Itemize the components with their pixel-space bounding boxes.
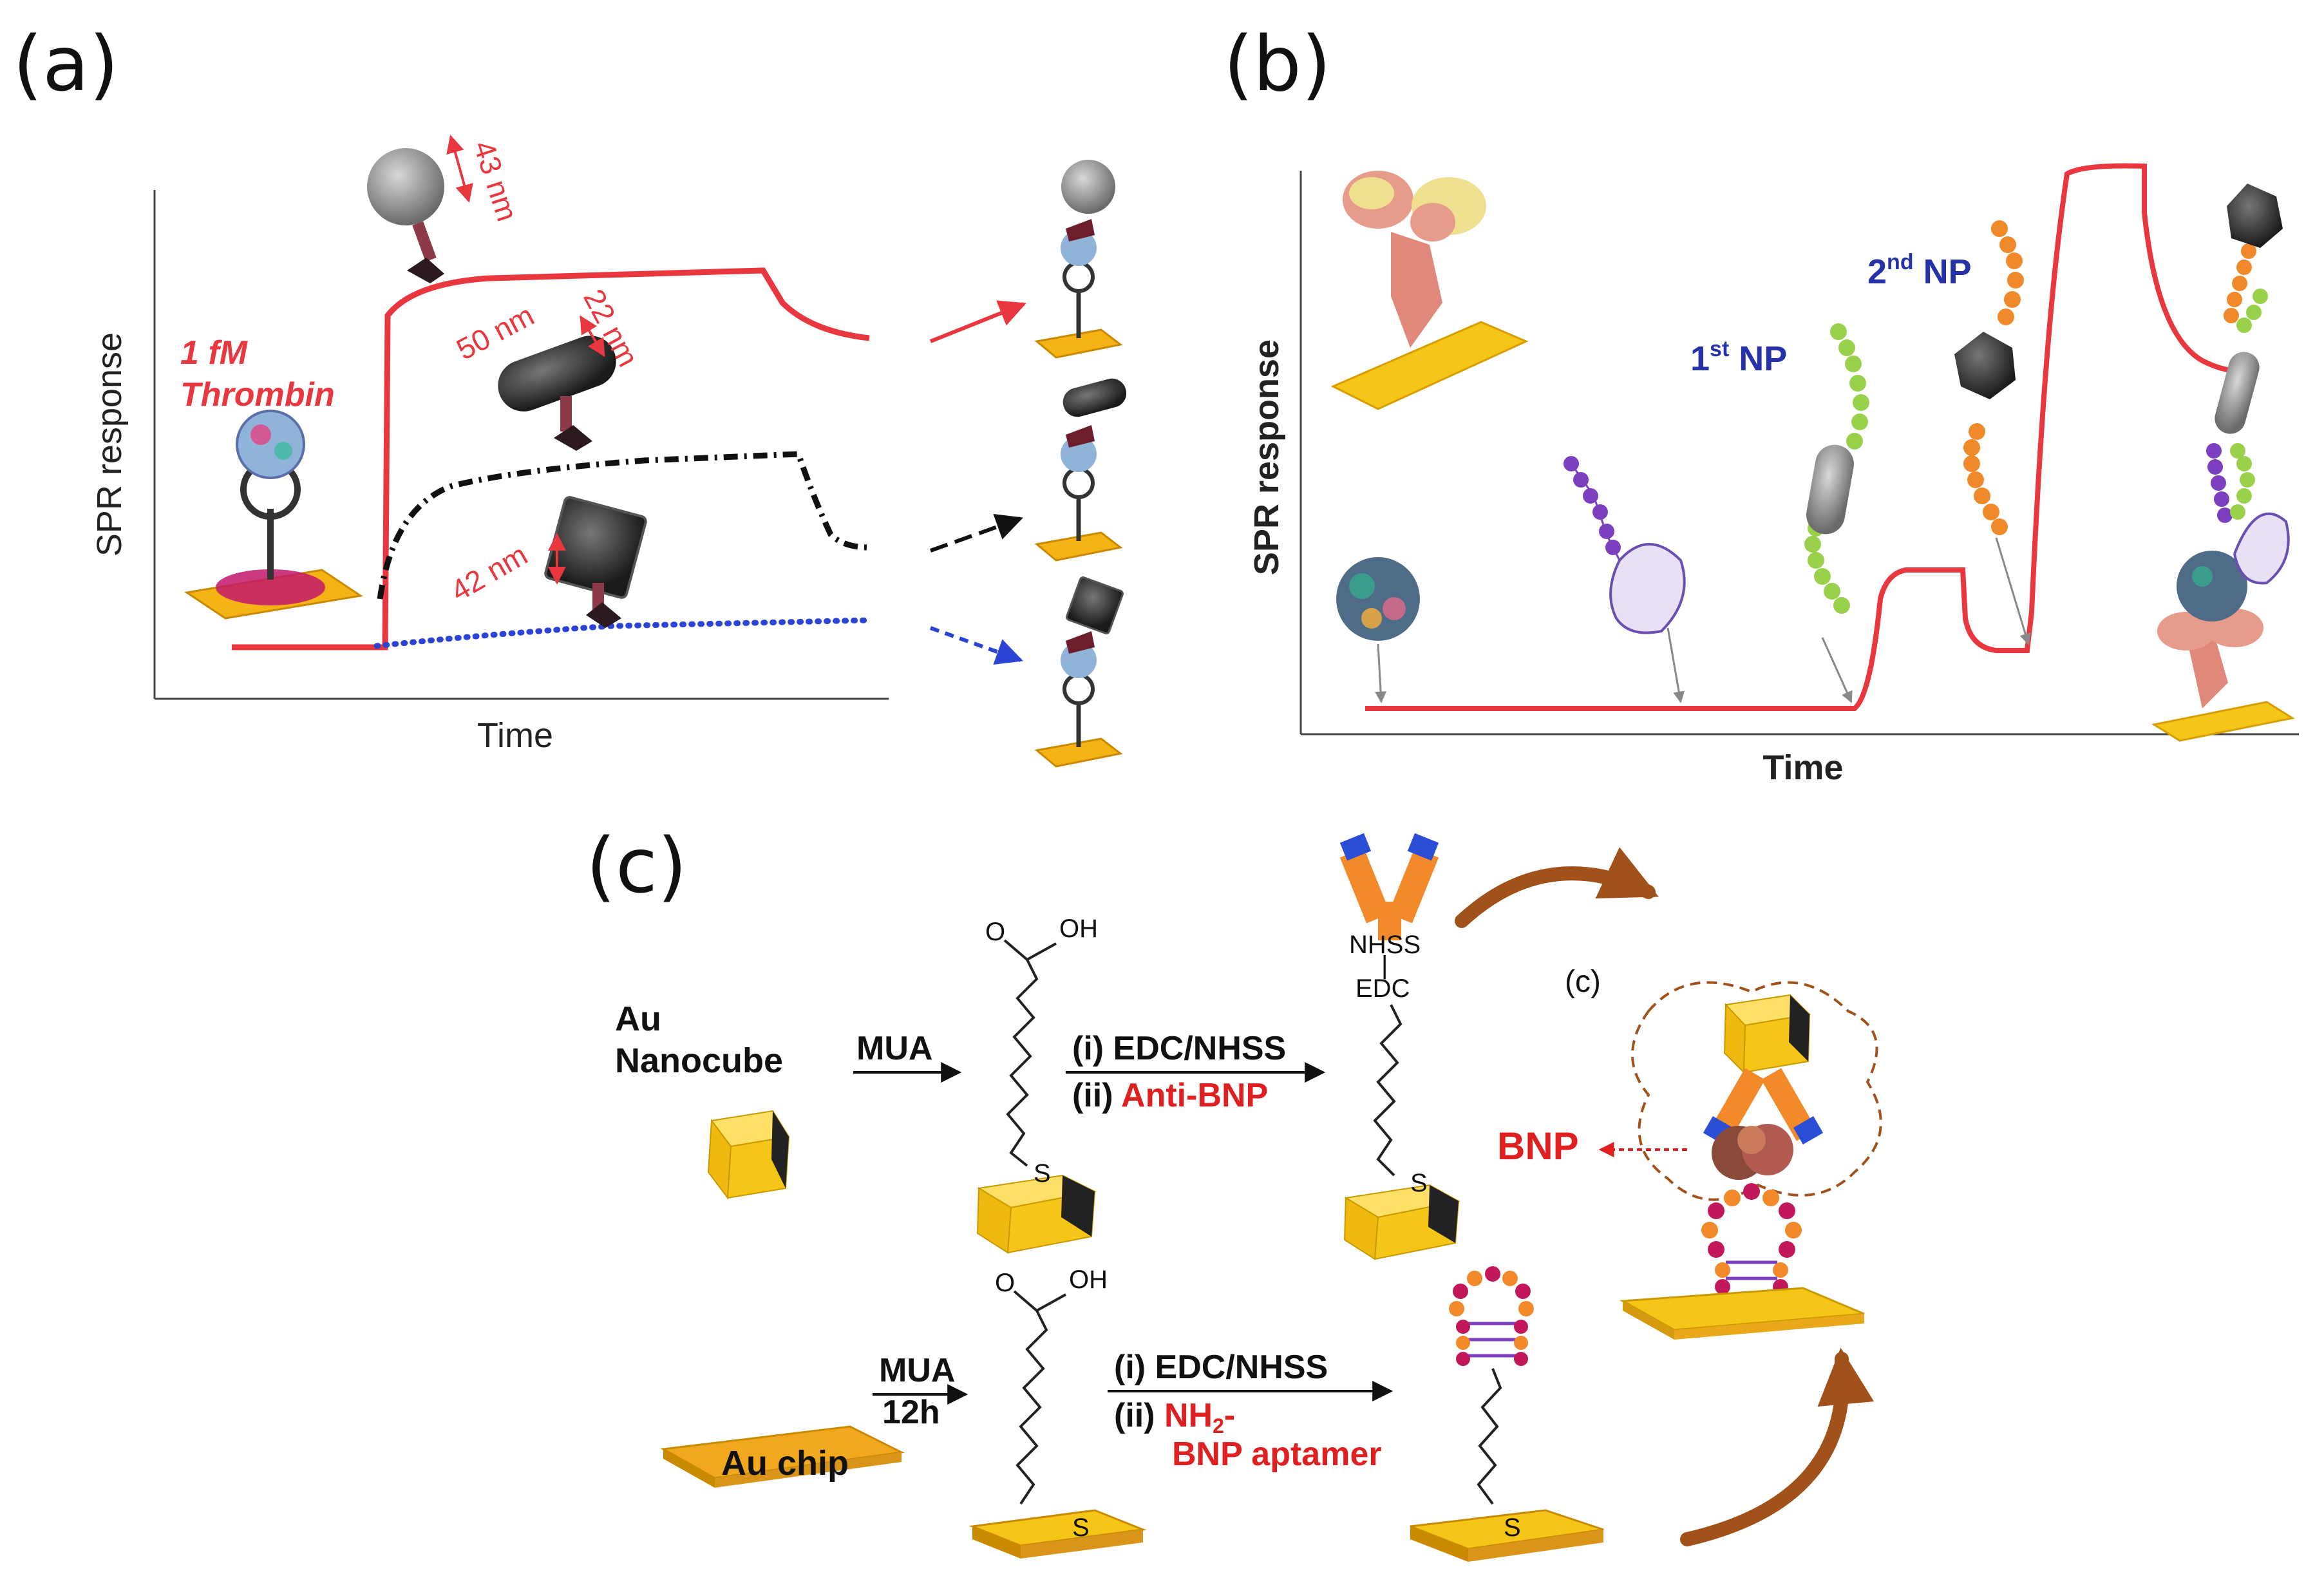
purple-aptamer-icon — [1564, 456, 1686, 703]
bottom-oh-label: OH — [1069, 1266, 1108, 1294]
panel-b-full-assembly-icon — [2151, 184, 2295, 742]
step-top-i: (i) EDC/NHSS — [1072, 1030, 1286, 1067]
aptamer-thrombin-icon — [184, 410, 363, 620]
panel-b-letter: (b) — [1223, 19, 1331, 108]
top-right-s-label: S — [1410, 1169, 1428, 1197]
au-nanocube-icon — [707, 1110, 790, 1200]
curved-arrow-bottom — [1680, 1347, 1875, 1546]
assembly-rod-icon — [1034, 378, 1127, 562]
dim-arrow-43 — [446, 135, 473, 203]
au-nanocube-label-line1: Au — [615, 1000, 661, 1038]
dim-arrow-22 — [580, 315, 605, 357]
bottom-right-s-label: S — [1504, 1513, 1521, 1542]
curved-arrow-top — [1455, 847, 1659, 928]
panel-b-y-axis-title: SPR response — [1247, 339, 1286, 575]
nhss-label: NHSS — [1349, 931, 1421, 959]
au-chip-icon — [660, 1425, 905, 1488]
time-bottom-label: 12h — [882, 1394, 940, 1431]
step-top-ii: (ii) Anti-BNP — [1072, 1077, 1268, 1114]
top-o-label: O — [985, 918, 1005, 946]
au-nanocube-label-line2: Nanocube — [615, 1041, 783, 1080]
panel-c-letter: (c) — [586, 821, 687, 910]
mua-bottom-label: MUA — [879, 1352, 955, 1389]
step-bot-ii-line2: BNP aptamer — [1172, 1436, 1382, 1473]
step-bot-ii: (ii) NH2- — [1114, 1397, 1235, 1437]
panel-a-blue-arrow — [929, 626, 1023, 665]
dim-label-43: 43 nm — [467, 137, 524, 225]
cube-np-icon — [544, 496, 647, 628]
panel-a-red-arrow — [929, 300, 1026, 343]
panel-a-red-curve — [232, 267, 870, 650]
panel-a-analyte-line1: 1 fM — [180, 334, 249, 372]
inset-letter: (c) — [1565, 965, 1601, 999]
link-bar-label: | — [1381, 951, 1388, 980]
inset-aptamer-loop — [1701, 1183, 1802, 1311]
panel-a-letter: (a) — [13, 19, 118, 108]
panel-b-x-axis-title: Time — [1762, 748, 1843, 787]
np2-label: 2nd NP — [1867, 250, 1972, 291]
top-oh-label: OH — [1059, 915, 1098, 943]
np2-sphere-icon — [1954, 220, 2031, 645]
au-chip-label: Au chip — [721, 1444, 849, 1483]
protein-cluster-icon — [1336, 557, 1420, 703]
panel-a-black-arrow — [929, 513, 1023, 553]
antibody-chip-icon — [1330, 171, 1529, 410]
panel-c: (c) Au Nanocube MUA O OH S (i) EDC/NHSS — [586, 821, 1882, 1562]
bottom-s-label: S — [1072, 1513, 1090, 1542]
assembly-cube-icon — [1034, 576, 1124, 768]
bnp-label: BNP — [1497, 1124, 1579, 1168]
top-s-label: S — [1034, 1159, 1051, 1188]
mua-chain-bottom — [968, 1290, 1147, 1559]
antibody-cube-icon — [1339, 833, 1460, 1260]
dim-label-42: 42 nm — [445, 538, 533, 608]
np1-label: 1st NP — [1690, 337, 1787, 378]
mua-top-label: MUA — [856, 1030, 932, 1067]
panel-a-analyte-line2: Thrombin — [180, 376, 335, 413]
panel-b-curve — [1365, 163, 2235, 711]
sandwich-inset-icon — [1631, 981, 1882, 1201]
panel-a-black-curve — [377, 451, 870, 600]
inset-aptamer-chip-icon — [1619, 1183, 1865, 1340]
panel-a-blue-curve — [373, 617, 873, 649]
mua-chain-top — [976, 939, 1097, 1254]
step-bot-i: (i) EDC/NHSS — [1114, 1349, 1328, 1386]
aptamer-chip-icon — [1410, 1266, 1604, 1562]
bottom-o-label: O — [995, 1269, 1015, 1297]
sphere-np-icon — [367, 148, 444, 283]
panel-b: (b) SPR response Time — [1223, 19, 2299, 787]
panel-a-x-axis-title: Time — [477, 716, 553, 755]
panel-a-y-axis-title: SPR response — [90, 332, 129, 556]
assembly-sphere-icon — [1034, 160, 1123, 359]
dim-label-50: 50 nm — [451, 298, 539, 366]
edc-label: EDC — [1356, 974, 1410, 1003]
panel-a: (a) SPR response Time 1 fM Thrombin — [13, 19, 1127, 768]
np1-rod-icon — [1804, 323, 1869, 703]
